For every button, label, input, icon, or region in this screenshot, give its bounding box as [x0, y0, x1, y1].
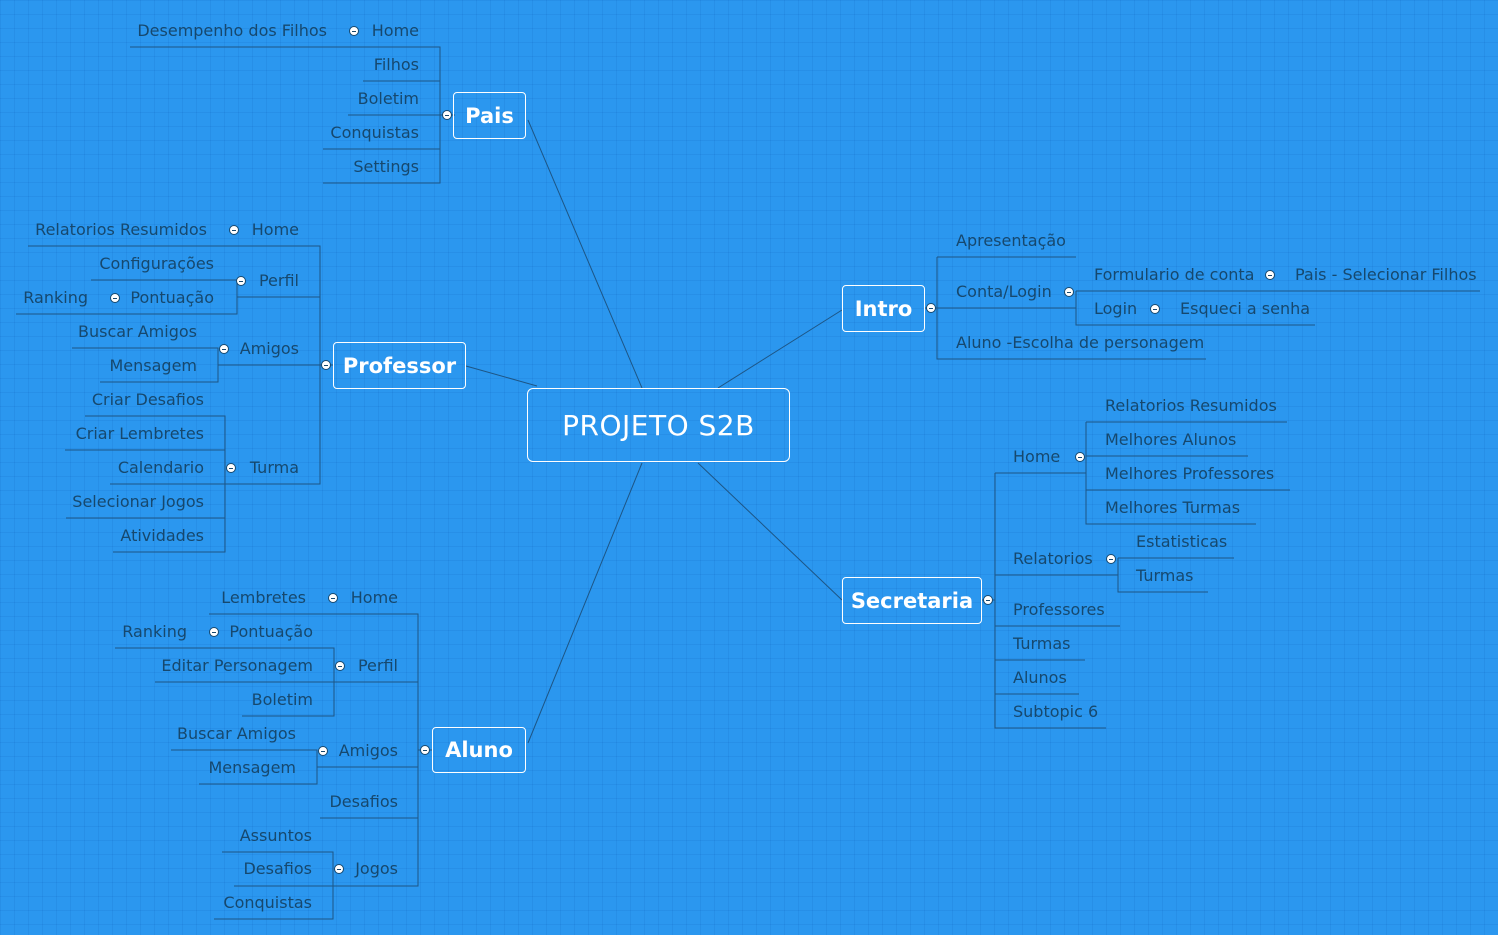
- professor-calendario[interactable]: Calendario: [117, 458, 204, 477]
- collapse-icon[interactable]: [1075, 452, 1085, 462]
- secretaria-turmas-relatorio[interactable]: Turmas: [1136, 566, 1194, 585]
- pais-desempenho[interactable]: Desempenho dos Filhos: [137, 21, 327, 40]
- aluno-jogos-desafios[interactable]: Desafios: [243, 859, 312, 878]
- professor-criar-lembretes[interactable]: Criar Lembretes: [75, 424, 204, 443]
- collapse-icon[interactable]: [236, 276, 246, 286]
- secretaria-home[interactable]: Home: [1013, 447, 1061, 466]
- professor-turma[interactable]: Turma: [249, 458, 299, 477]
- aluno-mensagem[interactable]: Mensagem: [208, 758, 296, 777]
- secretaria-relatorios-resumidos[interactable]: Relatorios Resumidos: [1105, 396, 1277, 415]
- aluno-assuntos[interactable]: Assuntos: [239, 826, 312, 845]
- secretaria-melhores-turmas[interactable]: Melhores Turmas: [1105, 498, 1241, 517]
- professor-ranking[interactable]: Ranking: [23, 288, 88, 307]
- intro-apresentacao[interactable]: Apresentação: [956, 231, 1066, 250]
- professor-mensagem[interactable]: Mensagem: [109, 356, 197, 375]
- secretaria-melhores-professores[interactable]: Melhores Professores: [1105, 464, 1275, 483]
- intro-login[interactable]: Login: [1094, 299, 1138, 318]
- pais-settings[interactable]: Settings: [353, 157, 419, 176]
- collapse-icon[interactable]: [1150, 304, 1160, 314]
- secretaria-alunos[interactable]: Alunos: [1013, 668, 1067, 687]
- intro-conta-login[interactable]: Conta/Login: [956, 282, 1052, 301]
- collapse-icon[interactable]: [209, 627, 219, 637]
- secretaria-melhores-alunos[interactable]: Melhores Alunos: [1105, 430, 1237, 449]
- aluno-ranking[interactable]: Ranking: [122, 622, 187, 641]
- secretaria-node[interactable]: Secretaria: [842, 577, 982, 624]
- professor-atividades[interactable]: Atividades: [120, 526, 204, 545]
- aluno-node[interactable]: Aluno: [432, 727, 526, 773]
- collapse-icon[interactable]: [983, 595, 993, 605]
- aluno-perfil[interactable]: Perfil: [357, 656, 398, 675]
- secretaria-subtopic[interactable]: Subtopic 6: [1013, 702, 1099, 721]
- secretaria-estatisticas[interactable]: Estatisticas: [1136, 532, 1228, 551]
- aluno-buscar-amigos[interactable]: Buscar Amigos: [177, 724, 296, 743]
- professor-selecionar-jogos[interactable]: Selecionar Jogos: [72, 492, 204, 511]
- aluno-conquistas[interactable]: Conquistas: [223, 893, 312, 912]
- intro-formulario[interactable]: Formulario de conta: [1094, 265, 1255, 284]
- professor-configuracoes[interactable]: Configurações: [99, 254, 214, 273]
- collapse-icon[interactable]: [328, 593, 338, 603]
- pais-home[interactable]: Home: [371, 21, 419, 40]
- collapse-icon[interactable]: [226, 463, 236, 473]
- aluno-boletim[interactable]: Boletim: [251, 690, 313, 709]
- collapse-icon[interactable]: [1064, 287, 1074, 297]
- aluno-jogos[interactable]: Jogos: [355, 859, 398, 878]
- collapse-icon[interactable]: [1265, 270, 1275, 280]
- collapse-icon[interactable]: [229, 225, 239, 235]
- professor-node[interactable]: Professor: [333, 342, 466, 389]
- professor-buscar-amigos[interactable]: Buscar Amigos: [78, 322, 197, 341]
- aluno-pontuacao[interactable]: Pontuação: [229, 622, 313, 641]
- collapse-icon[interactable]: [110, 293, 120, 303]
- professor-pontuacao[interactable]: Pontuação: [130, 288, 214, 307]
- aluno-amigos[interactable]: Amigos: [338, 741, 398, 760]
- secretaria-turmas[interactable]: Turmas: [1013, 634, 1071, 653]
- collapse-icon[interactable]: [318, 746, 328, 756]
- professor-relatorios[interactable]: Relatorios Resumidos: [35, 220, 207, 239]
- aluno-lembretes[interactable]: Lembretes: [221, 588, 306, 607]
- pais-conquistas[interactable]: Conquistas: [330, 123, 419, 142]
- intro-aluno-escolha[interactable]: Aluno -Escolha de personagem: [956, 333, 1205, 352]
- collapse-icon[interactable]: [442, 110, 452, 120]
- collapse-icon[interactable]: [926, 303, 936, 313]
- pais-boletim[interactable]: Boletim: [357, 89, 419, 108]
- intro-node[interactable]: Intro: [842, 285, 925, 332]
- professor-perfil[interactable]: Perfil: [258, 271, 299, 290]
- collapse-icon[interactable]: [335, 661, 345, 671]
- secretaria-professores[interactable]: Professores: [1013, 600, 1105, 619]
- collapse-icon[interactable]: [334, 864, 344, 874]
- aluno-home[interactable]: Home: [350, 588, 398, 607]
- pais-node[interactable]: Pais: [453, 92, 526, 139]
- professor-amigos[interactable]: Amigos: [239, 339, 299, 358]
- professor-criar-desafios[interactable]: Criar Desafios: [91, 390, 204, 409]
- collapse-icon[interactable]: [321, 360, 331, 370]
- collapse-icon[interactable]: [1106, 554, 1116, 564]
- collapse-icon[interactable]: [349, 26, 359, 36]
- aluno-editar-personagem[interactable]: Editar Personagem: [161, 656, 313, 675]
- pais-filhos[interactable]: Filhos: [373, 55, 419, 74]
- intro-pais-selecionar[interactable]: Pais - Selecionar Filhos: [1295, 265, 1477, 284]
- professor-home[interactable]: Home: [251, 220, 299, 239]
- secretaria-relatorios[interactable]: Relatorios: [1013, 549, 1093, 568]
- intro-esqueci[interactable]: Esqueci a senha: [1180, 299, 1311, 318]
- collapse-icon[interactable]: [420, 745, 430, 755]
- collapse-icon[interactable]: [219, 344, 229, 354]
- root-node[interactable]: PROJETO S2B: [527, 388, 790, 462]
- aluno-desafios[interactable]: Desafios: [329, 792, 398, 811]
